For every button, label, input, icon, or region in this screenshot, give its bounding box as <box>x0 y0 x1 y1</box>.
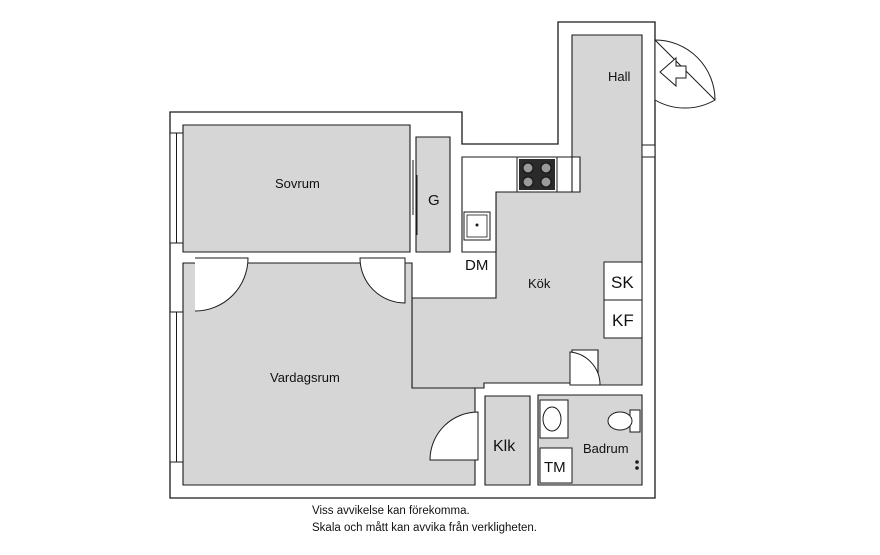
tvattmaskin-box <box>539 447 573 484</box>
windows <box>169 132 656 463</box>
disclaimer-line-1: Viss avvikelse kan förekomma. <box>312 505 470 517</box>
sovrum-door-right <box>359 257 406 304</box>
disclaimer: Viss avvikelse kan förekomma. Skala och … <box>312 503 732 537</box>
label-garderob: G <box>428 192 440 209</box>
label-hall: Hall <box>608 69 631 84</box>
sovrum-door-left <box>194 257 249 312</box>
label-tvattmaskin: TM <box>544 459 566 476</box>
label-kok: Kök <box>528 276 551 291</box>
garderob-floor <box>415 136 451 253</box>
entrance-arrow-icon <box>659 56 687 88</box>
wardrobe-rail <box>412 160 418 235</box>
badrum-door <box>569 351 601 386</box>
kitchen-sink-icon <box>463 211 491 241</box>
label-vardagsrum: Vardagsrum <box>270 370 340 385</box>
label-klk: Klk <box>493 438 516 455</box>
kylfrys-box <box>603 299 643 339</box>
label-kylfrys: KF <box>612 311 634 330</box>
klk-floor <box>484 395 531 486</box>
label-skap: SK <box>611 273 634 292</box>
hall-kitchen-floor <box>411 34 643 389</box>
label-badrum: Badrum <box>583 441 629 456</box>
klk-door <box>429 411 479 461</box>
disclaimer-line-2: Skala och mått kan avvika från verklighe… <box>312 522 538 534</box>
label-diskmaskin: DM <box>465 257 488 274</box>
bathroom-sink-icon <box>539 399 569 439</box>
toilet-icon <box>607 409 641 433</box>
label-sovrum: Sovrum <box>275 176 320 191</box>
stove-icon <box>516 156 558 193</box>
entrance-arc <box>654 39 716 101</box>
drain-icon <box>635 460 639 470</box>
window-hall <box>641 144 656 158</box>
vardagsrum-floor <box>182 262 476 486</box>
